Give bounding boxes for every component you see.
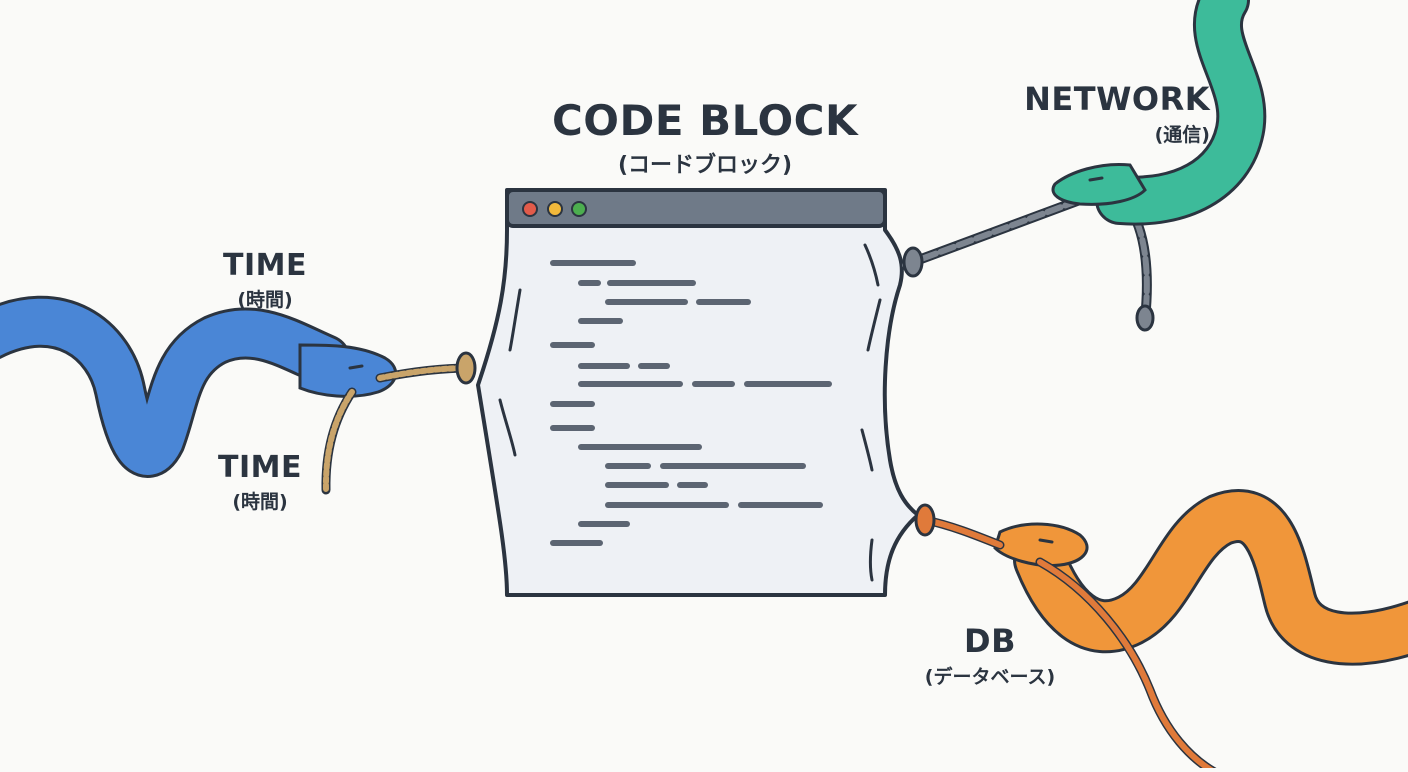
stretch-marks <box>498 243 882 582</box>
code-lines <box>550 260 832 546</box>
rope <box>321 351 477 495</box>
time-label-bottom: TIME (時間) <box>185 450 335 514</box>
db-subtitle: (データベース) <box>924 666 1056 688</box>
db-snake <box>993 489 1408 666</box>
code-block-subtitle: (コードブロック) <box>617 153 793 178</box>
code-block-label: CODE BLOCK (コードブロック) <box>540 96 870 179</box>
time-top-title: TIME <box>223 248 307 283</box>
window-dot-green <box>571 201 587 217</box>
network-subtitle: (通信) <box>1154 124 1210 146</box>
network-snake-head <box>1051 162 1147 206</box>
time-top-subtitle: (時間) <box>237 289 293 311</box>
db-title: DB <box>964 622 1016 660</box>
code-window <box>476 188 920 597</box>
time-bottom-subtitle: (時間) <box>232 491 288 513</box>
orange-rope-knot <box>914 503 936 537</box>
db-snake-head <box>993 522 1089 568</box>
time-snake-eye <box>348 364 364 370</box>
window-dot-yellow <box>547 201 563 217</box>
code-block-title: CODE BLOCK <box>551 96 859 145</box>
network-title: NETWORK <box>1024 80 1210 118</box>
network-snake-eye <box>1088 176 1104 182</box>
window-dot-red <box>522 201 538 217</box>
network-snake <box>1051 0 1267 226</box>
orange-rope <box>914 503 1224 772</box>
time-snake <box>0 295 398 477</box>
rope-knot <box>455 351 477 385</box>
time-label-top: TIME (時間) <box>190 248 340 312</box>
time-bottom-title: TIME <box>218 450 302 485</box>
db-snake-eye <box>1038 538 1054 544</box>
db-label: DB (データベース) <box>880 622 1100 689</box>
network-label: NETWORK (通信) <box>990 80 1210 147</box>
time-snake-head <box>298 343 398 398</box>
